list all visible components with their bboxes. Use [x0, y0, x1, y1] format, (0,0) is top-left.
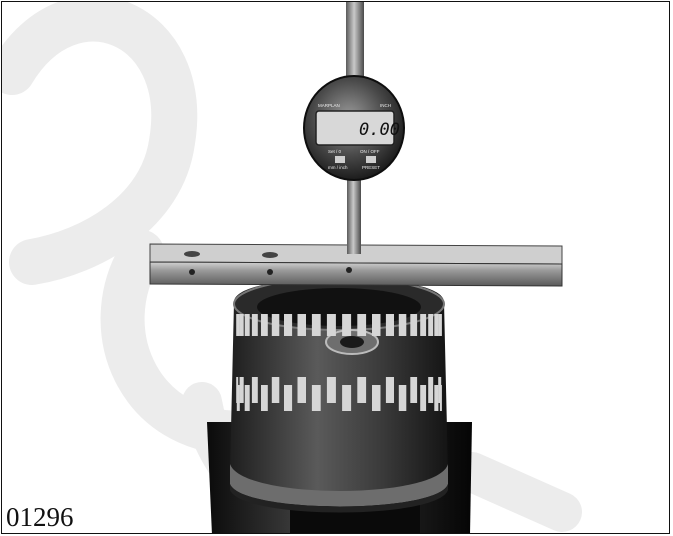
gauge-btn-right-bottom: PRESET: [362, 165, 380, 170]
drum-slot: [434, 385, 439, 411]
drum-slot: [251, 314, 258, 336]
drum-slot: [239, 314, 244, 336]
drum-slot: [438, 314, 442, 336]
gauge-rod: [346, 2, 364, 90]
drum-slot: [410, 314, 418, 336]
figure-number: 01296: [6, 502, 74, 532]
drum-slot: [284, 314, 293, 336]
drum-slot: [420, 314, 427, 336]
gauge-brand: MARPLAN: [318, 103, 340, 108]
drum-slot: [326, 377, 336, 403]
drum-slot: [251, 377, 258, 403]
drum-slot: [236, 314, 240, 336]
gauge-btn-left-top: Set / 0: [328, 149, 342, 154]
gauge-button-onoff: [366, 156, 376, 163]
drum-slot: [261, 385, 268, 411]
drum-slot: [271, 314, 280, 336]
drum-slot: [398, 385, 407, 411]
drum-slot: [284, 385, 293, 411]
drum-slot: [239, 377, 244, 403]
gauge-btn-right-top: ON / OFF: [360, 149, 380, 154]
drum-slot: [261, 314, 268, 336]
drum-slot: [434, 314, 439, 336]
drum-slot: [420, 385, 427, 411]
drum-slot: [244, 385, 250, 411]
gauge-unit: INCH: [380, 103, 391, 108]
drum-slot: [311, 385, 321, 411]
drum-slot: [385, 377, 394, 403]
gauge-btn-left-bottom: mm / inch: [328, 165, 348, 170]
drum-slot: [372, 385, 381, 411]
drum-slot: [428, 377, 434, 403]
drum-slot: [326, 314, 336, 336]
gauge-stem: [347, 170, 361, 254]
drum-slot: [439, 314, 442, 336]
drum-slot: [357, 377, 367, 403]
drum-slot: [439, 385, 442, 411]
drum-slot: [398, 314, 407, 336]
drum-slot: [410, 377, 418, 403]
gauge-reading: 0.00: [359, 120, 400, 140]
drum-slot: [244, 314, 250, 336]
drum-slot: [428, 314, 434, 336]
gauge-button-set: [335, 156, 345, 163]
drum-slot: [372, 314, 381, 336]
drum-slot: [342, 385, 352, 411]
drum-slot: [297, 377, 306, 403]
drum-slot: [236, 385, 240, 411]
drum-slot: [271, 377, 280, 403]
drum-slot: [385, 314, 394, 336]
clutch-drum: [230, 277, 448, 513]
drum-slot: [311, 314, 321, 336]
drum-slot: [357, 314, 367, 336]
drum-slot: [438, 377, 442, 403]
drum-slot: [297, 314, 306, 336]
dial-indicator: MARPLAN INCH 0.00 Set / 0 ON / OFF mm / …: [303, 75, 405, 181]
drum-slot: [342, 314, 352, 336]
